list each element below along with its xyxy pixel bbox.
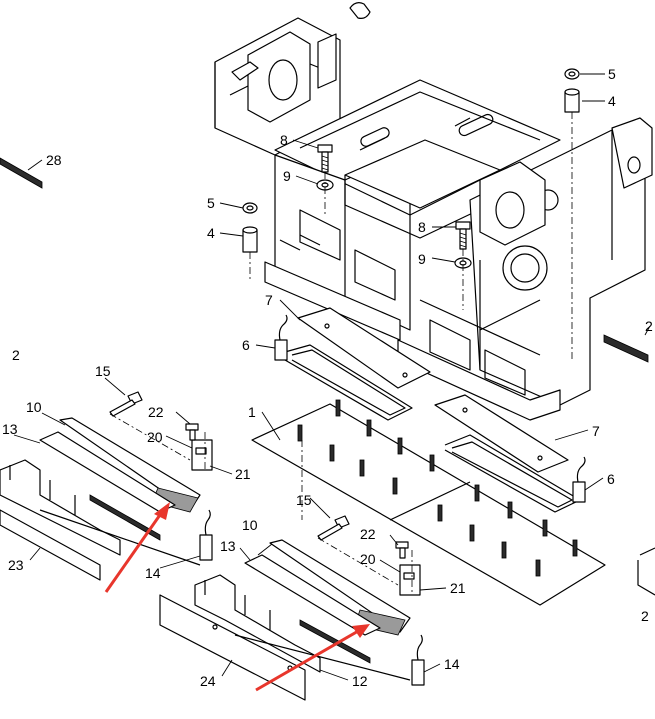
spacer-4-left — [242, 226, 258, 253]
callout-12: 12 — [352, 673, 368, 689]
heater-plate-left — [297, 307, 431, 389]
callout-13-left: 13 — [2, 421, 18, 437]
heater-plate-right — [434, 394, 569, 473]
callout-2-right-bottom: 2 — [641, 608, 649, 624]
bolt-8-left — [317, 144, 333, 173]
callout-7-left: 7 — [265, 292, 273, 308]
callout-4-right: 4 — [608, 93, 616, 109]
main-frame — [214, 2, 653, 421]
callout-15-left: 15 — [95, 363, 111, 379]
callout-15-right: 15 — [296, 492, 312, 508]
callout-28: 28 — [46, 152, 62, 168]
spacer-4-right — [564, 88, 580, 113]
heater-element-left — [274, 314, 413, 421]
callout-21-left: 21 — [235, 466, 251, 482]
callout-8-left: 8 — [280, 132, 288, 148]
callout-10-left: 10 — [26, 399, 42, 415]
nut-5-right — [564, 68, 580, 80]
red-arrow-left-head — [154, 502, 170, 520]
red-arrows — [104, 502, 370, 692]
callout-9-left: 9 — [283, 168, 291, 184]
callout-14-right: 14 — [444, 656, 460, 672]
callout-23: 23 — [8, 557, 24, 573]
callout-2-right-top: 2 — [645, 318, 653, 334]
bolt-15-right — [317, 515, 350, 541]
red-arrow-right — [255, 628, 361, 692]
bolt-8-right — [455, 221, 471, 250]
callout-4-left: 4 — [207, 225, 215, 241]
callout-13-right: 13 — [220, 538, 236, 554]
callout-8-right: 8 — [418, 219, 426, 235]
center-lines — [109, 112, 573, 595]
heater-element-right — [444, 434, 586, 513]
callout-9-right: 9 — [418, 251, 426, 267]
callout-22-left: 22 — [148, 404, 164, 420]
callout-5-left: 5 — [207, 195, 215, 211]
blade-assembly-right — [159, 539, 425, 701]
callout-5-right: 5 — [608, 66, 616, 82]
callout-10-right: 10 — [242, 517, 258, 533]
red-arrow-left — [104, 511, 164, 593]
side-bar-2-right-bottom — [637, 547, 655, 596]
clamp-bracket-left — [185, 423, 213, 471]
bolt-15-left — [109, 391, 143, 417]
red-arrow-right-head — [352, 624, 370, 638]
callout-6-left: 6 — [242, 337, 250, 353]
callout-24: 24 — [200, 673, 216, 689]
callout-2-left: 2 — [12, 347, 20, 363]
callout-20-left: 20 — [147, 429, 163, 445]
stud-plate — [251, 399, 606, 606]
callouts: 5 4 8 9 5 4 8 9 7 6 1 7 6 28 2 2 2 15 10… — [2, 66, 653, 689]
callout-6-right: 6 — [607, 471, 615, 487]
callout-14-left: 14 — [145, 565, 161, 581]
clamp-bracket-right — [395, 541, 421, 596]
callout-22-right: 22 — [360, 526, 376, 542]
blade-assembly-left — [0, 417, 213, 581]
callout-20-right: 20 — [360, 551, 376, 567]
nut-5-left — [242, 202, 258, 214]
side-bar-28 — [0, 157, 43, 189]
callout-21-right: 21 — [450, 580, 466, 596]
callout-7-right: 7 — [592, 423, 600, 439]
callout-1: 1 — [248, 404, 256, 420]
leader-lines — [13, 73, 651, 681]
